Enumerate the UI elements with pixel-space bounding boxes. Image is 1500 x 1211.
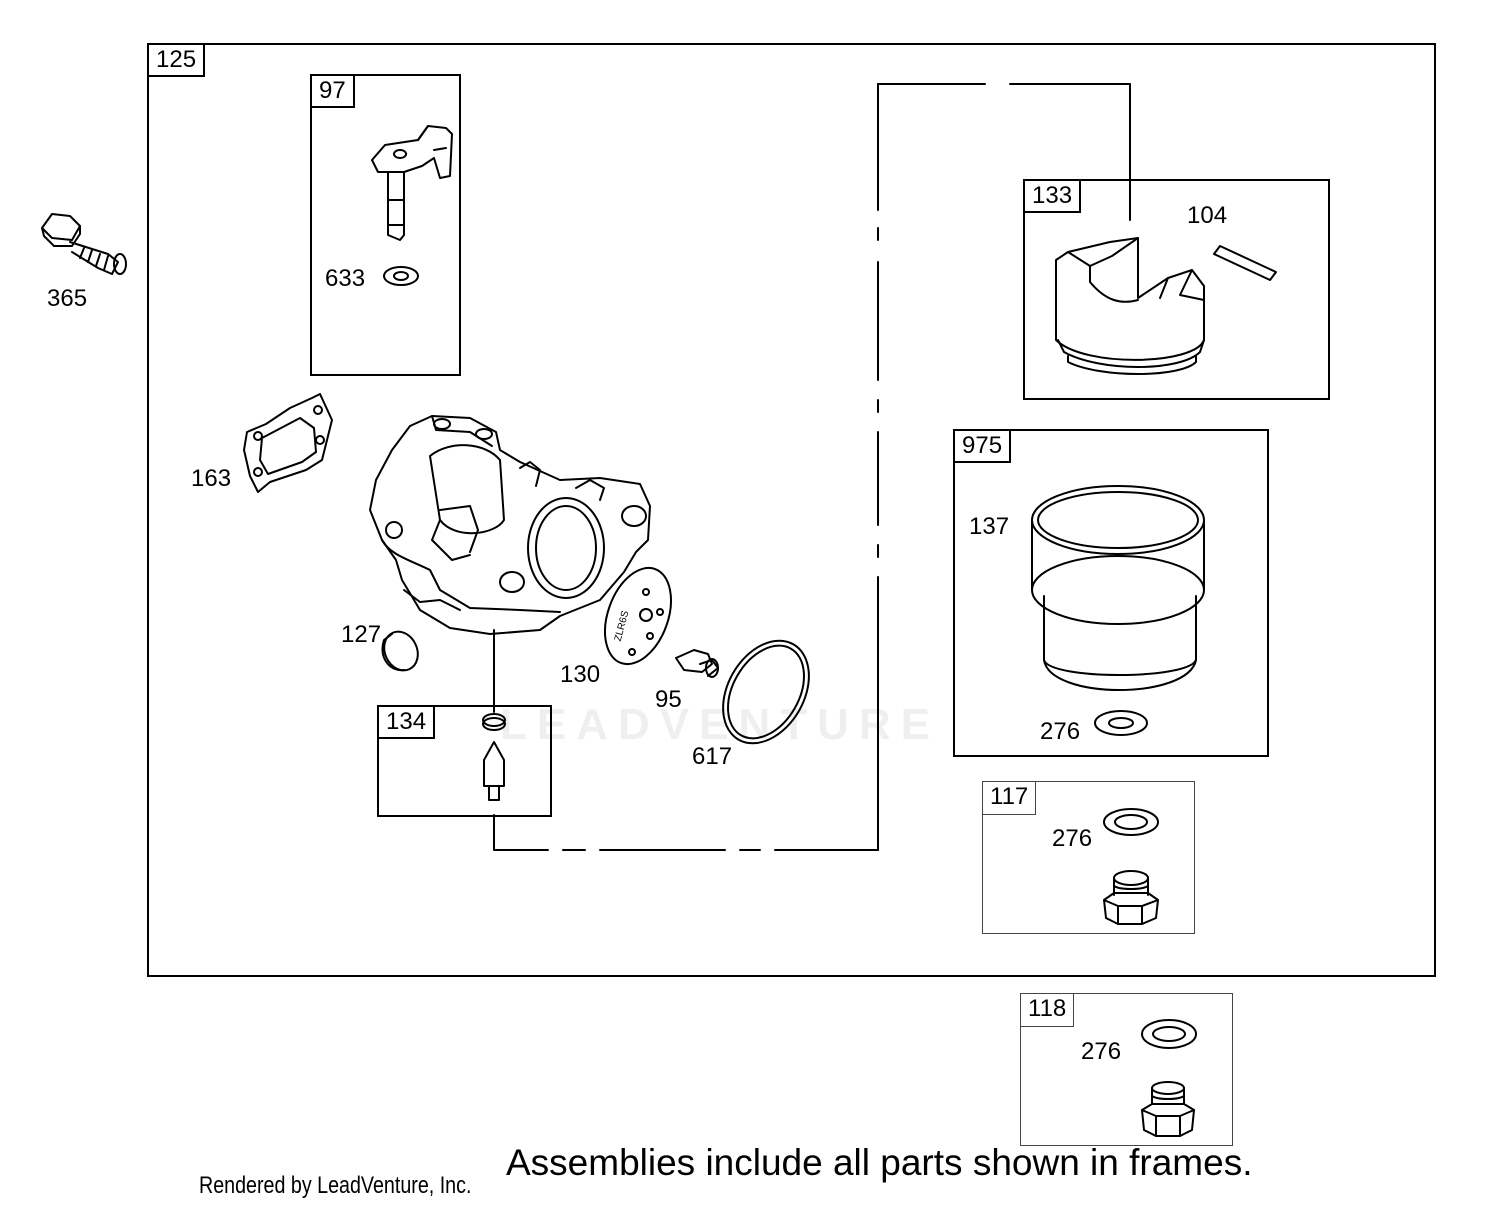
shaft-97-drawing	[371, 125, 453, 286]
part-label-130: 130	[560, 661, 601, 688]
washer-117-drawing	[1103, 808, 1159, 836]
assemblies-note: Assemblies include all parts shown in fr…	[506, 1142, 1253, 1183]
frame-label-97: 97	[310, 74, 355, 108]
frame-label-118: 118	[1020, 993, 1075, 1027]
frame-125: 125	[147, 43, 1436, 977]
part-label-617: 617	[692, 743, 733, 770]
frame-117: 117	[982, 781, 1195, 934]
oring-617-drawing	[722, 639, 810, 745]
gasket-163-drawing	[243, 393, 333, 493]
connector-lines	[493, 83, 1131, 851]
washer-118-drawing	[1141, 1019, 1197, 1049]
plate-130-drawing: ZLR6S	[604, 566, 672, 666]
frame-975: 975	[953, 429, 1269, 757]
needle-134-drawing	[482, 713, 506, 801]
frame-133: 133	[1023, 179, 1330, 400]
bolt-118-drawing	[1141, 1081, 1195, 1137]
frame-label-134: 134	[377, 705, 436, 739]
frame-label-975: 975	[953, 429, 1012, 463]
bolt-117-drawing	[1103, 870, 1159, 925]
float-133-drawing	[1055, 237, 1277, 375]
part-label-276-117: 276	[1052, 825, 1093, 852]
bolt-365-drawing	[41, 213, 127, 275]
plate-marking: ZLR6S	[613, 609, 632, 642]
part-label-365: 365	[47, 285, 88, 312]
part-label-137: 137	[969, 513, 1010, 540]
screw-95-drawing	[675, 649, 719, 678]
frame-134: 134	[377, 705, 552, 817]
part-label-163: 163	[191, 465, 232, 492]
part-label-633: 633	[325, 265, 366, 292]
frame-label-125: 125	[147, 43, 206, 77]
frame-97: 97	[310, 74, 461, 376]
rendered-by-credit: Rendered by LeadVenture, Inc.	[199, 1172, 472, 1199]
watermark: LEADVENTURE	[500, 700, 941, 749]
part-label-127: 127	[341, 621, 382, 648]
carburetor-body-drawing	[369, 415, 651, 635]
part-label-276-bowl: 276	[1040, 718, 1081, 745]
bowl-137-drawing	[1031, 485, 1205, 736]
plug-127-drawing	[381, 630, 419, 672]
part-label-276-118: 276	[1081, 1038, 1122, 1065]
frame-label-133: 133	[1023, 179, 1082, 213]
part-label-95: 95	[655, 686, 682, 713]
part-label-104: 104	[1187, 202, 1228, 229]
frame-118: 118	[1020, 993, 1233, 1146]
frame-label-117: 117	[982, 781, 1037, 815]
